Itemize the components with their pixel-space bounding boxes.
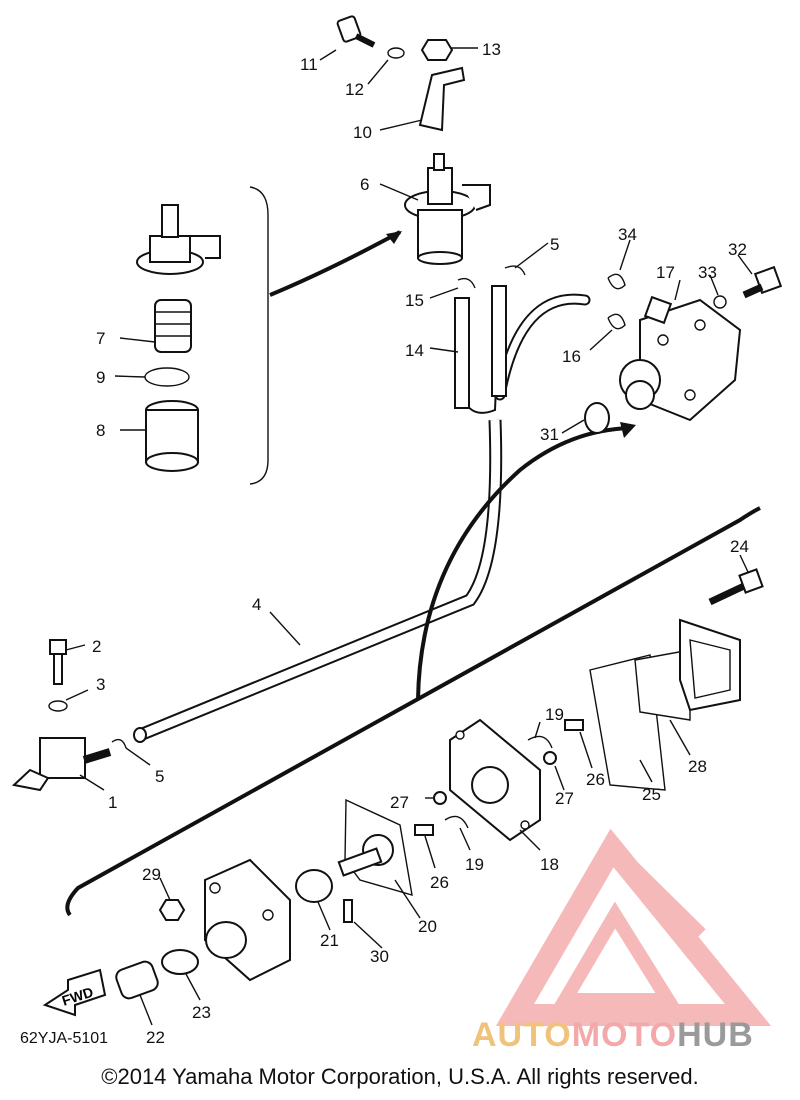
pump-body-17 xyxy=(619,295,742,422)
screw-26 xyxy=(414,824,434,836)
nut-27 xyxy=(433,791,447,805)
label-13: 13 xyxy=(482,40,501,59)
washer-12 xyxy=(387,47,405,59)
label-8: 8 xyxy=(96,421,105,440)
connector-line xyxy=(416,426,631,701)
cap-22 xyxy=(115,960,159,1000)
detail-arrow xyxy=(269,230,401,297)
label-7: 7 xyxy=(96,329,105,348)
diagram-code: 62YJA-5101 xyxy=(20,1030,109,1047)
bolt-32 xyxy=(742,265,783,299)
watermark-part1: AUTO xyxy=(472,1016,572,1054)
bolt-24 xyxy=(708,568,764,606)
part-labels: 11 12 13 10 6 5 15 14 7 9 8 34 16 17 33 … xyxy=(92,40,749,1047)
label-19a: 19 xyxy=(545,705,564,724)
detail-bracket xyxy=(249,186,269,485)
clip-16 xyxy=(607,313,626,330)
watermark-part2: MOTO xyxy=(571,1016,678,1054)
label-26a: 26 xyxy=(586,770,605,789)
washer-3 xyxy=(48,700,68,712)
clip-19b xyxy=(527,735,553,749)
label-6: 6 xyxy=(360,175,369,194)
label-10: 10 xyxy=(353,123,372,142)
label-2: 2 xyxy=(92,637,101,656)
watermark-logo xyxy=(495,828,772,1026)
label-23: 23 xyxy=(192,1003,211,1022)
clip-34 xyxy=(607,273,626,290)
watermark-text: AUTOMOTOHUB xyxy=(472,1016,754,1055)
screw-26b xyxy=(564,719,584,731)
label-33: 33 xyxy=(698,263,717,282)
label-25: 25 xyxy=(642,785,661,804)
copyright-caption: ©2014 Yamaha Motor Corporation, U.S.A. A… xyxy=(101,1064,699,1089)
label-21: 21 xyxy=(320,931,339,950)
fuel-filter-6 xyxy=(404,153,491,265)
bolt-2 xyxy=(49,639,67,685)
label-24: 24 xyxy=(730,537,749,556)
label-9: 9 xyxy=(96,368,105,387)
spring-21 xyxy=(295,869,333,903)
base-block xyxy=(204,858,291,982)
spring-23 xyxy=(161,949,199,975)
label-22: 22 xyxy=(146,1028,165,1047)
label-5a: 5 xyxy=(550,235,559,254)
leader-lines xyxy=(65,47,753,1026)
label-5b: 5 xyxy=(155,767,164,786)
label-30: 30 xyxy=(370,947,389,966)
watermark-part3: HUB xyxy=(677,1016,754,1054)
reed-28 xyxy=(634,649,691,721)
label-1: 1 xyxy=(108,793,117,812)
label-27b: 27 xyxy=(390,793,409,812)
label-20: 20 xyxy=(418,917,437,936)
divider-line xyxy=(65,506,761,917)
label-14: 14 xyxy=(405,341,424,360)
label-34: 34 xyxy=(618,225,637,244)
label-15: 15 xyxy=(405,291,424,310)
plunger-20 xyxy=(337,834,394,877)
o-ring-31 xyxy=(584,402,610,434)
label-3: 3 xyxy=(96,675,105,694)
label-12: 12 xyxy=(345,80,364,99)
label-28: 28 xyxy=(688,757,707,776)
label-27a: 27 xyxy=(555,789,574,808)
o-ring-9 xyxy=(144,367,190,387)
fuel-joint-1 xyxy=(11,737,112,792)
label-31: 31 xyxy=(540,425,559,444)
nut-13 xyxy=(420,39,454,61)
filter-element-7 xyxy=(154,299,192,353)
arrow-head-icon xyxy=(386,231,402,244)
clip-19 xyxy=(444,815,469,829)
label-19b: 19 xyxy=(465,855,484,874)
label-26b: 26 xyxy=(430,873,449,892)
label-11: 11 xyxy=(300,55,318,74)
label-32: 32 xyxy=(728,240,747,259)
hose-4 xyxy=(138,419,501,740)
bolt-11 xyxy=(336,15,376,48)
pin-30 xyxy=(343,899,353,923)
plate-28 xyxy=(679,618,741,712)
filter-cover-detail xyxy=(136,204,221,275)
cover-18 xyxy=(449,718,541,842)
bracket-10 xyxy=(418,66,466,132)
label-18: 18 xyxy=(540,855,559,874)
filter-cup-8 xyxy=(145,400,199,472)
washer-33 xyxy=(713,295,727,309)
label-29: 29 xyxy=(142,865,161,884)
label-17: 17 xyxy=(656,263,675,282)
label-4: 4 xyxy=(252,595,261,614)
label-16: 16 xyxy=(562,347,581,366)
fwd-arrow-icon: FWD xyxy=(42,968,107,1017)
nut-29 xyxy=(158,899,186,921)
nut-27b xyxy=(543,751,557,765)
